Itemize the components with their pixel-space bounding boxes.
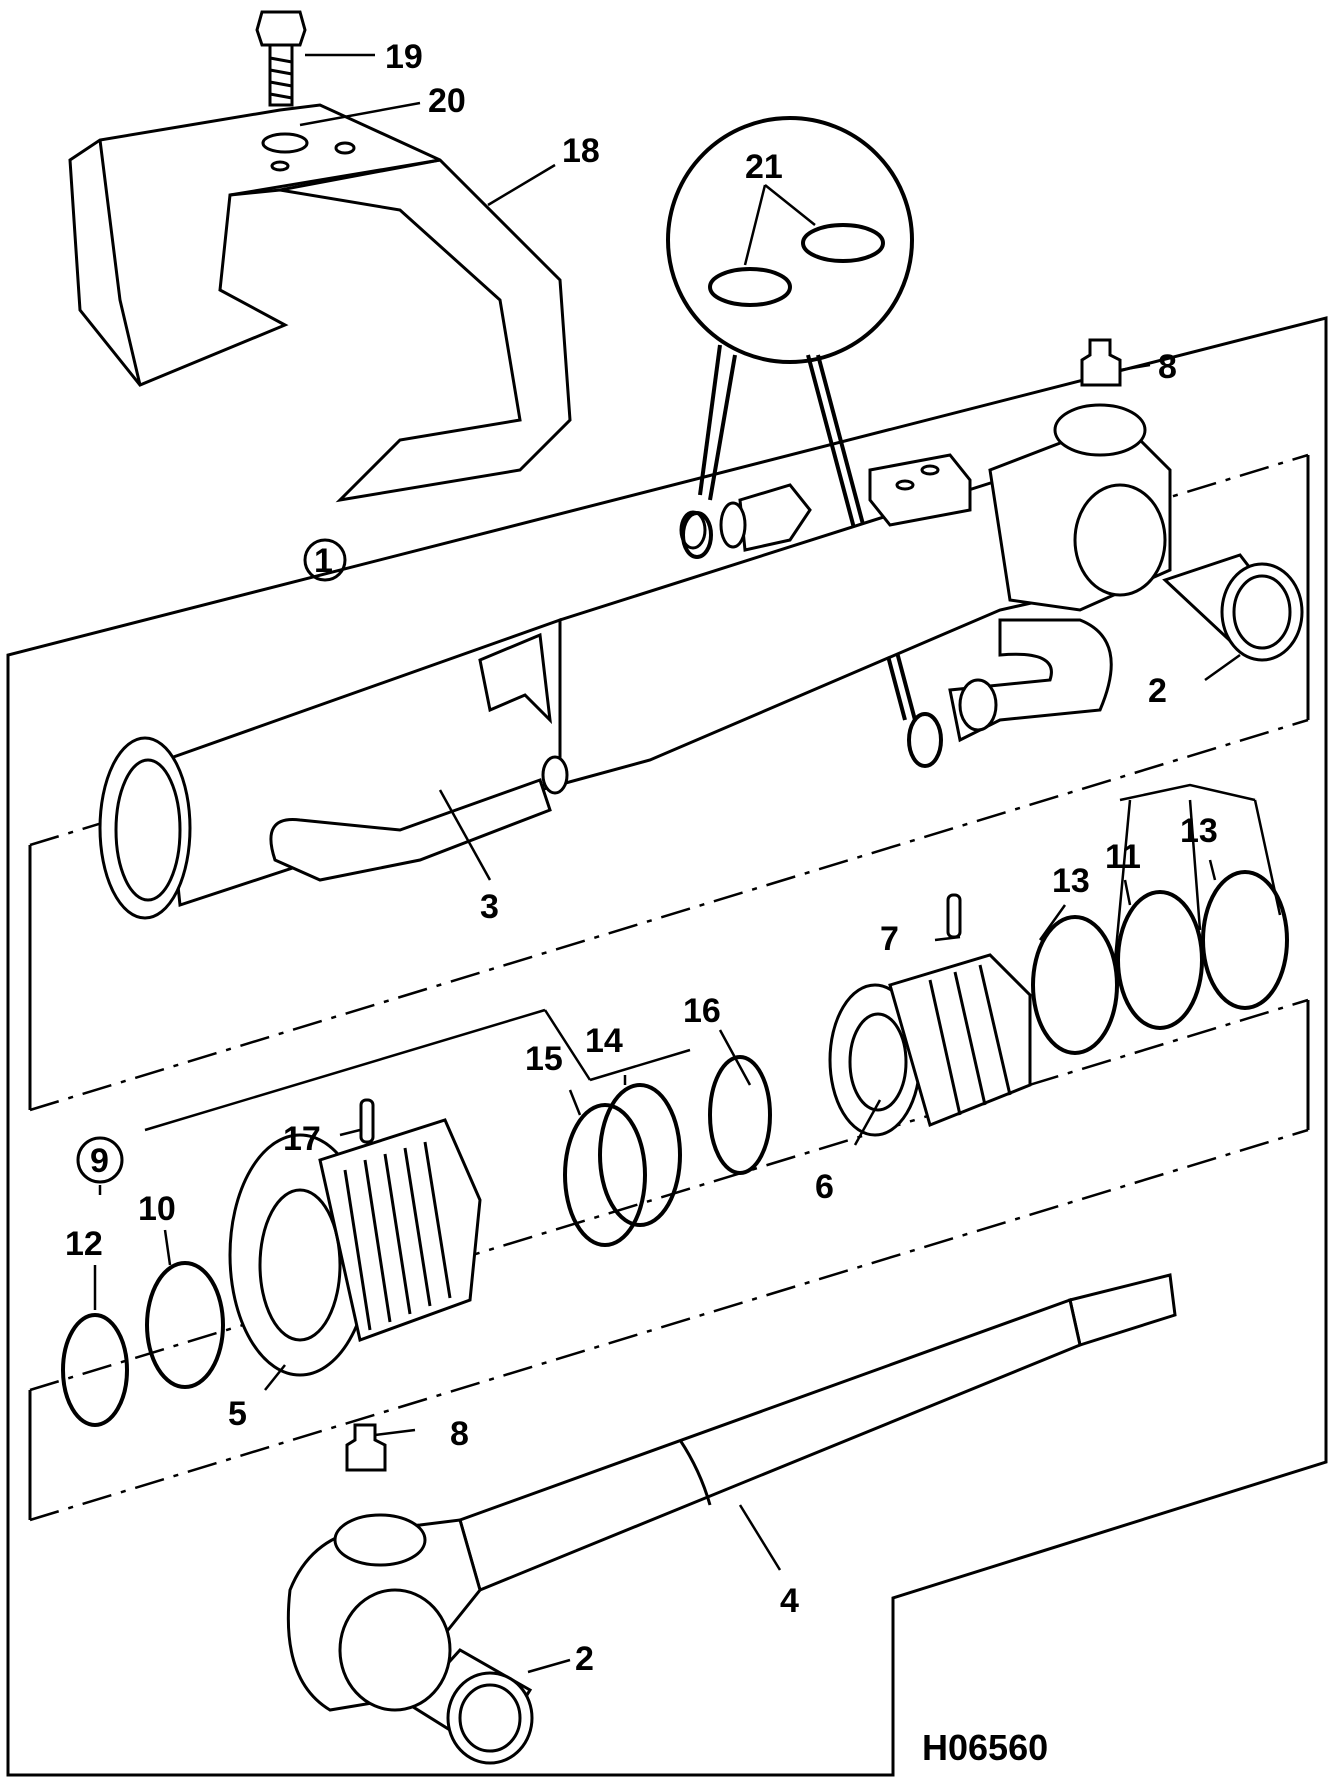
seal-14 — [598, 1083, 682, 1227]
callout-20: 20 — [428, 82, 466, 120]
backup-ring-15 — [563, 1103, 647, 1247]
callout-7: 7 — [880, 920, 899, 958]
cylinder-barrel — [98, 478, 1113, 920]
callout-4: 4 — [780, 1582, 799, 1620]
callout-12: 12 — [65, 1225, 103, 1263]
grease-nipple-bottom — [345, 1423, 387, 1472]
callout-13-right: 13 — [1180, 812, 1218, 850]
bolt — [255, 10, 307, 107]
callout-8-top: 8 — [1158, 348, 1177, 386]
callout-1-circle — [303, 538, 347, 582]
o-ring-16 — [708, 1055, 772, 1175]
callout-15: 15 — [525, 1040, 563, 1078]
callout-16: 16 — [683, 992, 721, 1030]
callout-14: 14 — [585, 1022, 623, 1060]
callout-13-left: 13 — [1052, 862, 1090, 900]
callout-2-bottom: 2 — [575, 1640, 594, 1678]
assembly-frame — [6, 316, 1328, 1777]
callout-18: 18 — [562, 132, 600, 170]
wear-ring-11 — [1116, 890, 1204, 1030]
callout-3: 3 — [480, 888, 499, 926]
wiper-12 — [61, 1313, 129, 1427]
barrel-head — [679, 403, 1172, 612]
callout-10: 10 — [138, 1190, 176, 1228]
callout-9: 9 — [90, 1142, 109, 1180]
callout-1: 1 — [314, 542, 333, 580]
roll-pin-7 — [946, 893, 962, 939]
callout-8-bottom: 8 — [450, 1415, 469, 1453]
seal-10 — [145, 1261, 225, 1389]
piston-rod — [286, 1273, 1177, 1712]
o-ring-21-b — [907, 712, 943, 768]
callout-numbers: 19 20 18 21 8 1 2 3 13 11 13 7 16 14 15 … — [65, 38, 1218, 1678]
gland — [228, 1118, 482, 1377]
callout-9-circle — [76, 1136, 124, 1184]
seal-rings — [61, 511, 1289, 1427]
callout-11: 11 — [1105, 838, 1141, 876]
piston — [828, 953, 1032, 1137]
roll-pin-17 — [359, 1098, 375, 1144]
guard-bracket — [68, 103, 572, 503]
callout-21: 21 — [745, 148, 783, 186]
callout-6: 6 — [815, 1168, 834, 1206]
ring-13-b — [1201, 870, 1289, 1010]
callout-19: 19 — [385, 38, 423, 76]
leader-lines — [93, 53, 1282, 1674]
drawing-reference: H06560 — [922, 1727, 1048, 1768]
callout-2-top: 2 — [1148, 672, 1167, 710]
o-ring-21-a — [681, 511, 713, 559]
callout-5: 5 — [228, 1395, 247, 1433]
bush-top — [1162, 553, 1304, 662]
callout-17: 17 — [283, 1120, 321, 1158]
grease-nipple-top — [1080, 338, 1122, 387]
ring-13-a — [1031, 915, 1119, 1055]
